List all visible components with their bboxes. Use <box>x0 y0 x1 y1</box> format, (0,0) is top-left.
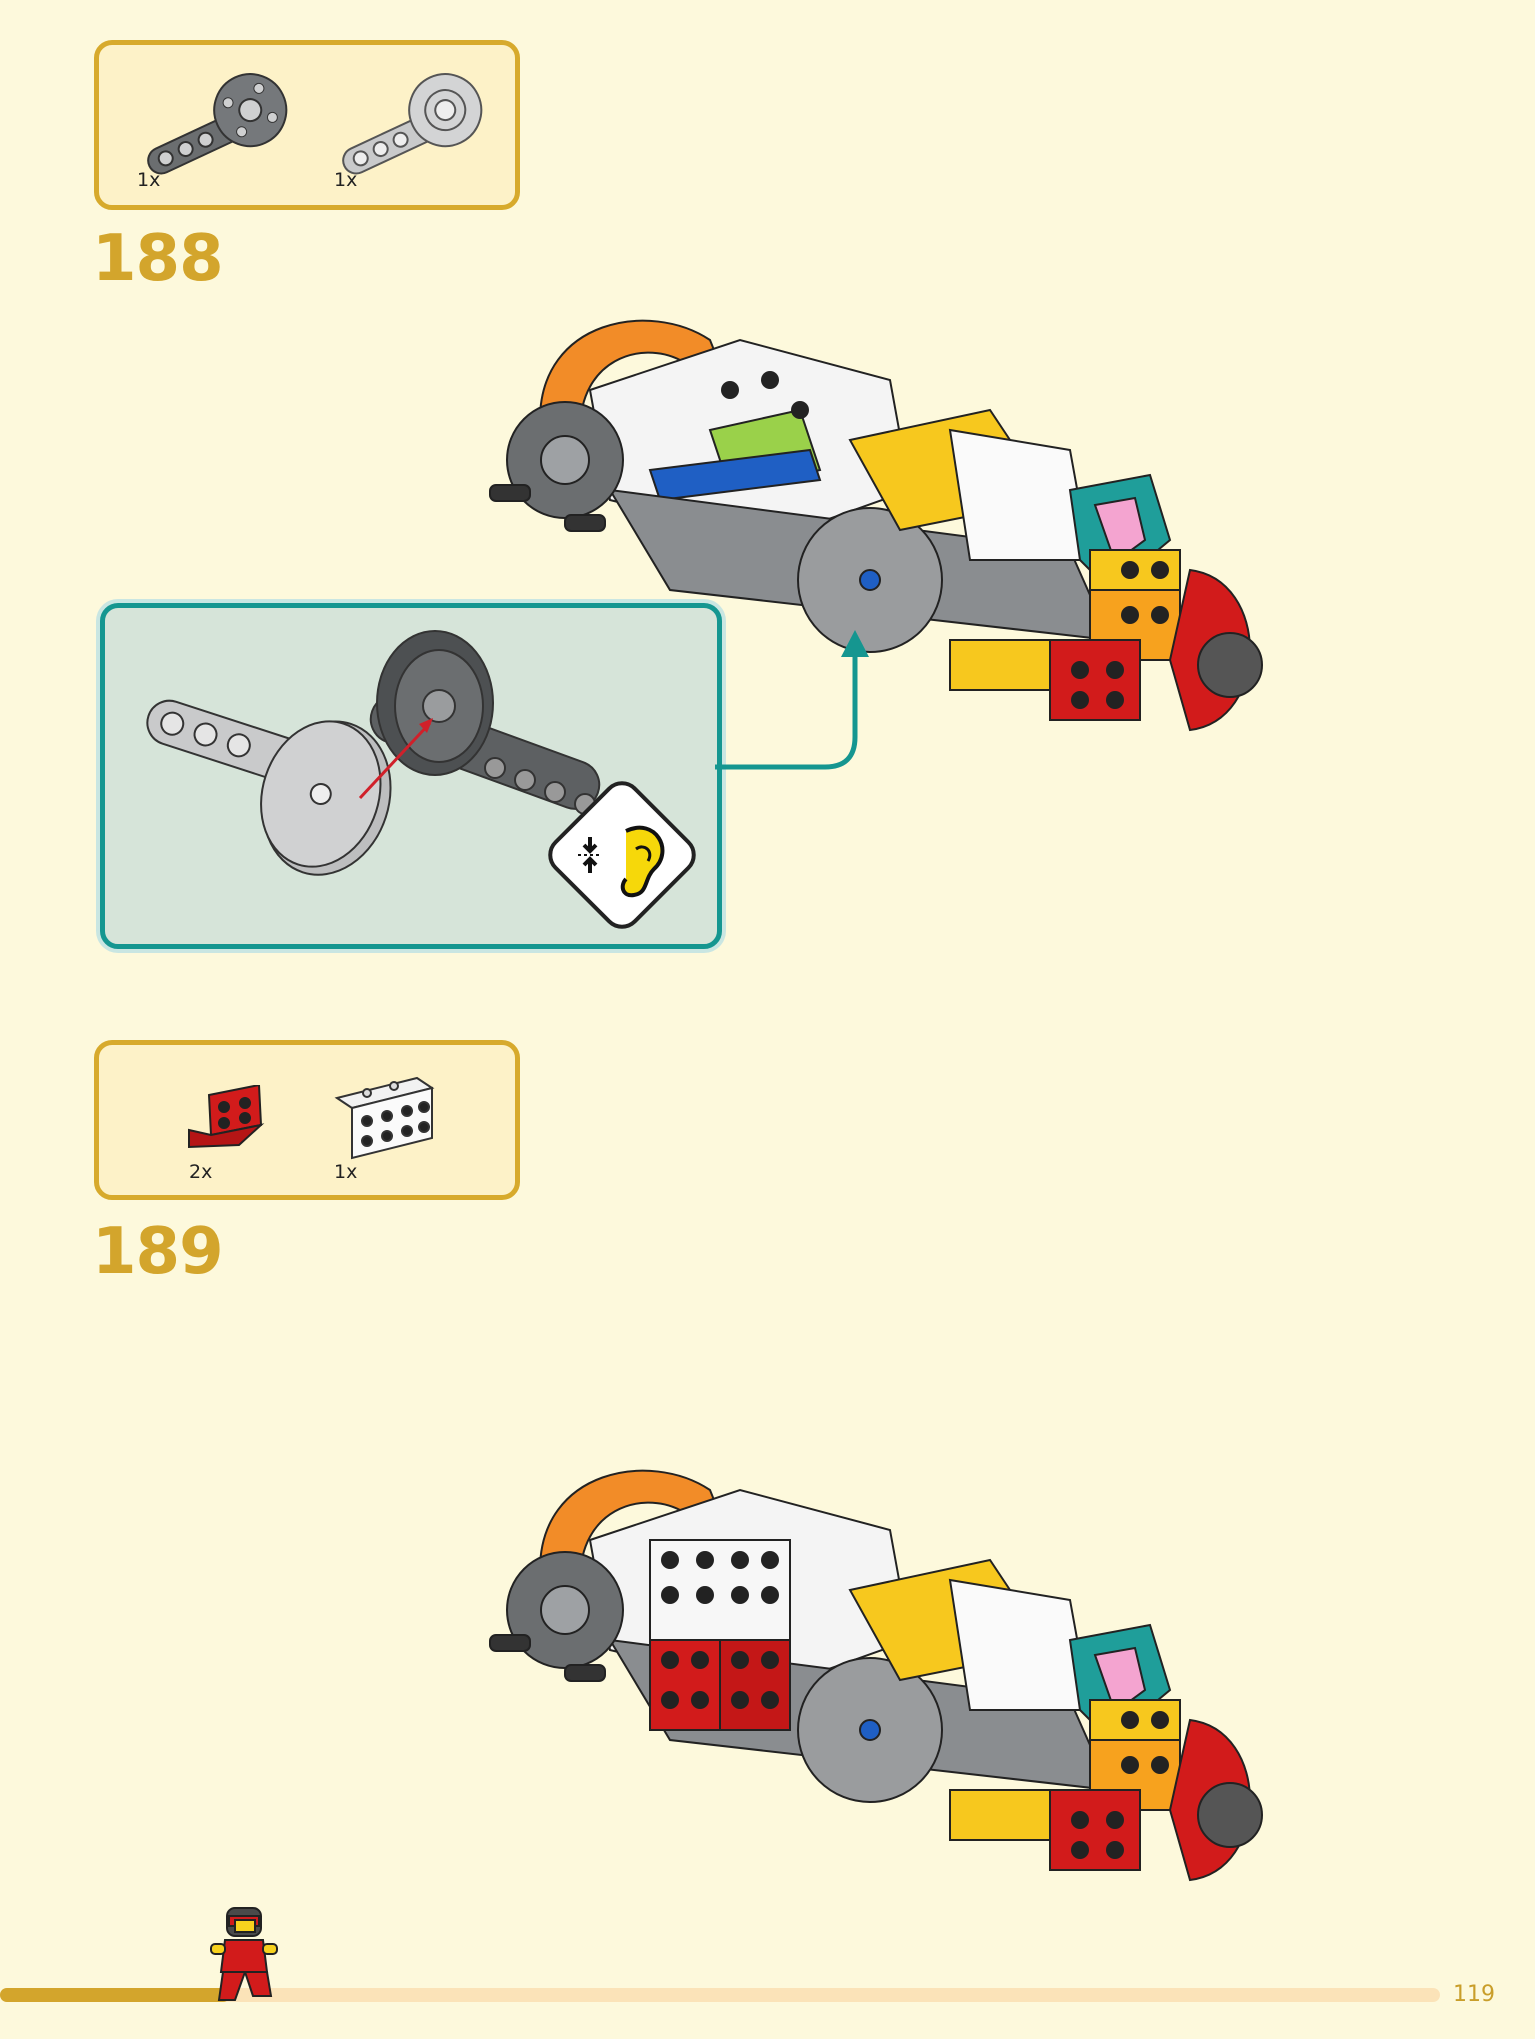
step-number-188: 188 <box>92 222 224 296</box>
ninja-minifigure-icon <box>210 1907 278 2001</box>
part-qty: 1x <box>334 169 358 191</box>
page-number: 119 <box>1453 1982 1495 2007</box>
model-illustration-step-188 <box>489 319 1263 732</box>
part-qty: 1x <box>334 1161 358 1183</box>
red-bracket-part-image <box>188 1085 265 1149</box>
sub-assembly-callout <box>100 603 722 949</box>
parts-box-step-188: 1x 1x <box>94 40 520 210</box>
click-sound-ear-icon <box>548 781 696 929</box>
part-qty: 2x <box>189 1161 213 1183</box>
white-bracket-part-image <box>334 1076 435 1160</box>
footer-progress-bar <box>0 1988 1440 2002</box>
light-gray-liftarm-part-image <box>342 73 483 175</box>
dark-gray-liftarm-part-image <box>147 73 288 175</box>
parts-box-step-189: 2x 1x <box>94 1040 520 1200</box>
callout-assembly-illustration <box>146 630 601 876</box>
model-illustration-step-189 <box>489 1469 1263 1882</box>
part-qty: 1x <box>137 169 161 191</box>
callout-connector-arrow <box>715 630 869 770</box>
step-number-189: 189 <box>92 1215 224 1289</box>
